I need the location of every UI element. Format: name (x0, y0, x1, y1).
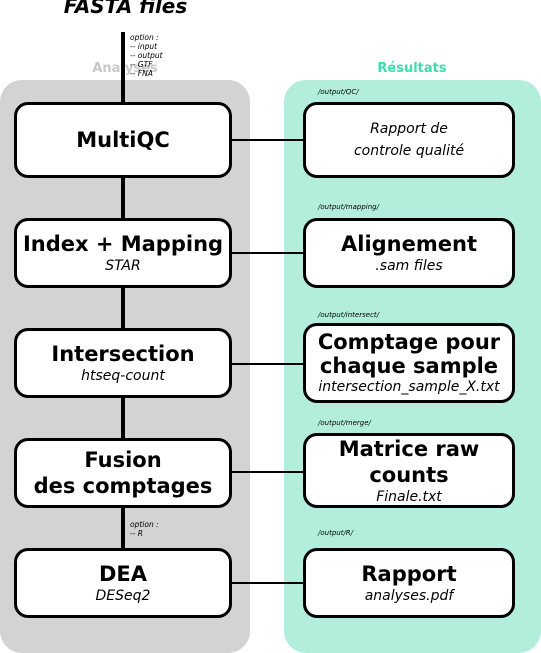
step-title: MultiQC (76, 128, 170, 152)
result-text-line-2: controle qualité (353, 143, 465, 159)
analyses-column-label: Analyses (92, 61, 158, 76)
step-tool: DESeq2 (95, 588, 151, 604)
result-raw-counts-matrix: Matrice raw counts Finale.txt (303, 433, 515, 508)
link-merge (231, 471, 304, 473)
link-mapping (231, 252, 304, 254)
step-index-mapping: Index + Mapping STAR (14, 218, 232, 288)
output-path-intersect: /output/intersect/ (318, 311, 380, 319)
connector-3 (121, 398, 125, 438)
input-options-note: option :-- input-- output-- GTF-- FNA (130, 33, 163, 78)
result-title-line-2: chaque sample (319, 354, 499, 378)
result-qc-report: Rapport de controle qualité (303, 102, 515, 178)
step-title: DEA (98, 562, 148, 586)
results-column-label: Résultats (377, 61, 447, 76)
diagram-title: FASTA files (63, 0, 188, 18)
result-report: Rapport analyses.pdf (303, 548, 515, 618)
result-title: Alignement (341, 232, 477, 256)
link-intersect (231, 363, 304, 365)
result-title-line-1: Comptage pour (317, 330, 501, 354)
result-title: Rapport (361, 562, 457, 586)
step-title-line-1: Fusion (84, 448, 162, 472)
result-alignment: Alignement .sam files (303, 218, 515, 288)
result-text-line-1: Rapport de (370, 121, 448, 137)
dea-options-note: option :-- R (130, 520, 159, 538)
step-title: Intersection (51, 342, 195, 366)
result-file: analyses.pdf (364, 588, 454, 604)
result-counts-per-sample: Comptage pour chaque sample intersection… (303, 323, 515, 403)
connector-4 (121, 508, 125, 548)
step-multiqc: MultiQC (14, 102, 232, 178)
input-connector (121, 32, 125, 102)
output-path-qc: /output/QC/ (318, 88, 359, 96)
link-qc (231, 139, 304, 141)
step-dea: DEA DESeq2 (14, 548, 232, 618)
step-tool: STAR (105, 258, 141, 274)
result-title: Matrice raw counts (338, 436, 480, 487)
step-tool: htseq-count (81, 368, 165, 384)
step-intersection: Intersection htseq-count (14, 328, 232, 398)
result-file: intersection_sample_X.txt (318, 379, 500, 395)
result-file: .sam files (375, 258, 443, 274)
output-path-mapping: /output/mapping/ (318, 203, 379, 211)
step-title-line-2: des comptages (33, 474, 213, 498)
connector-2 (121, 288, 125, 328)
step-title: Index + Mapping (22, 232, 224, 256)
result-file: Finale.txt (376, 488, 442, 505)
step-fusion: Fusion des comptages (14, 438, 232, 508)
output-path-r: /output/R/ (318, 529, 354, 537)
connector-1 (121, 178, 125, 218)
link-report (231, 582, 304, 584)
output-path-merge: /output/merge/ (318, 419, 371, 427)
